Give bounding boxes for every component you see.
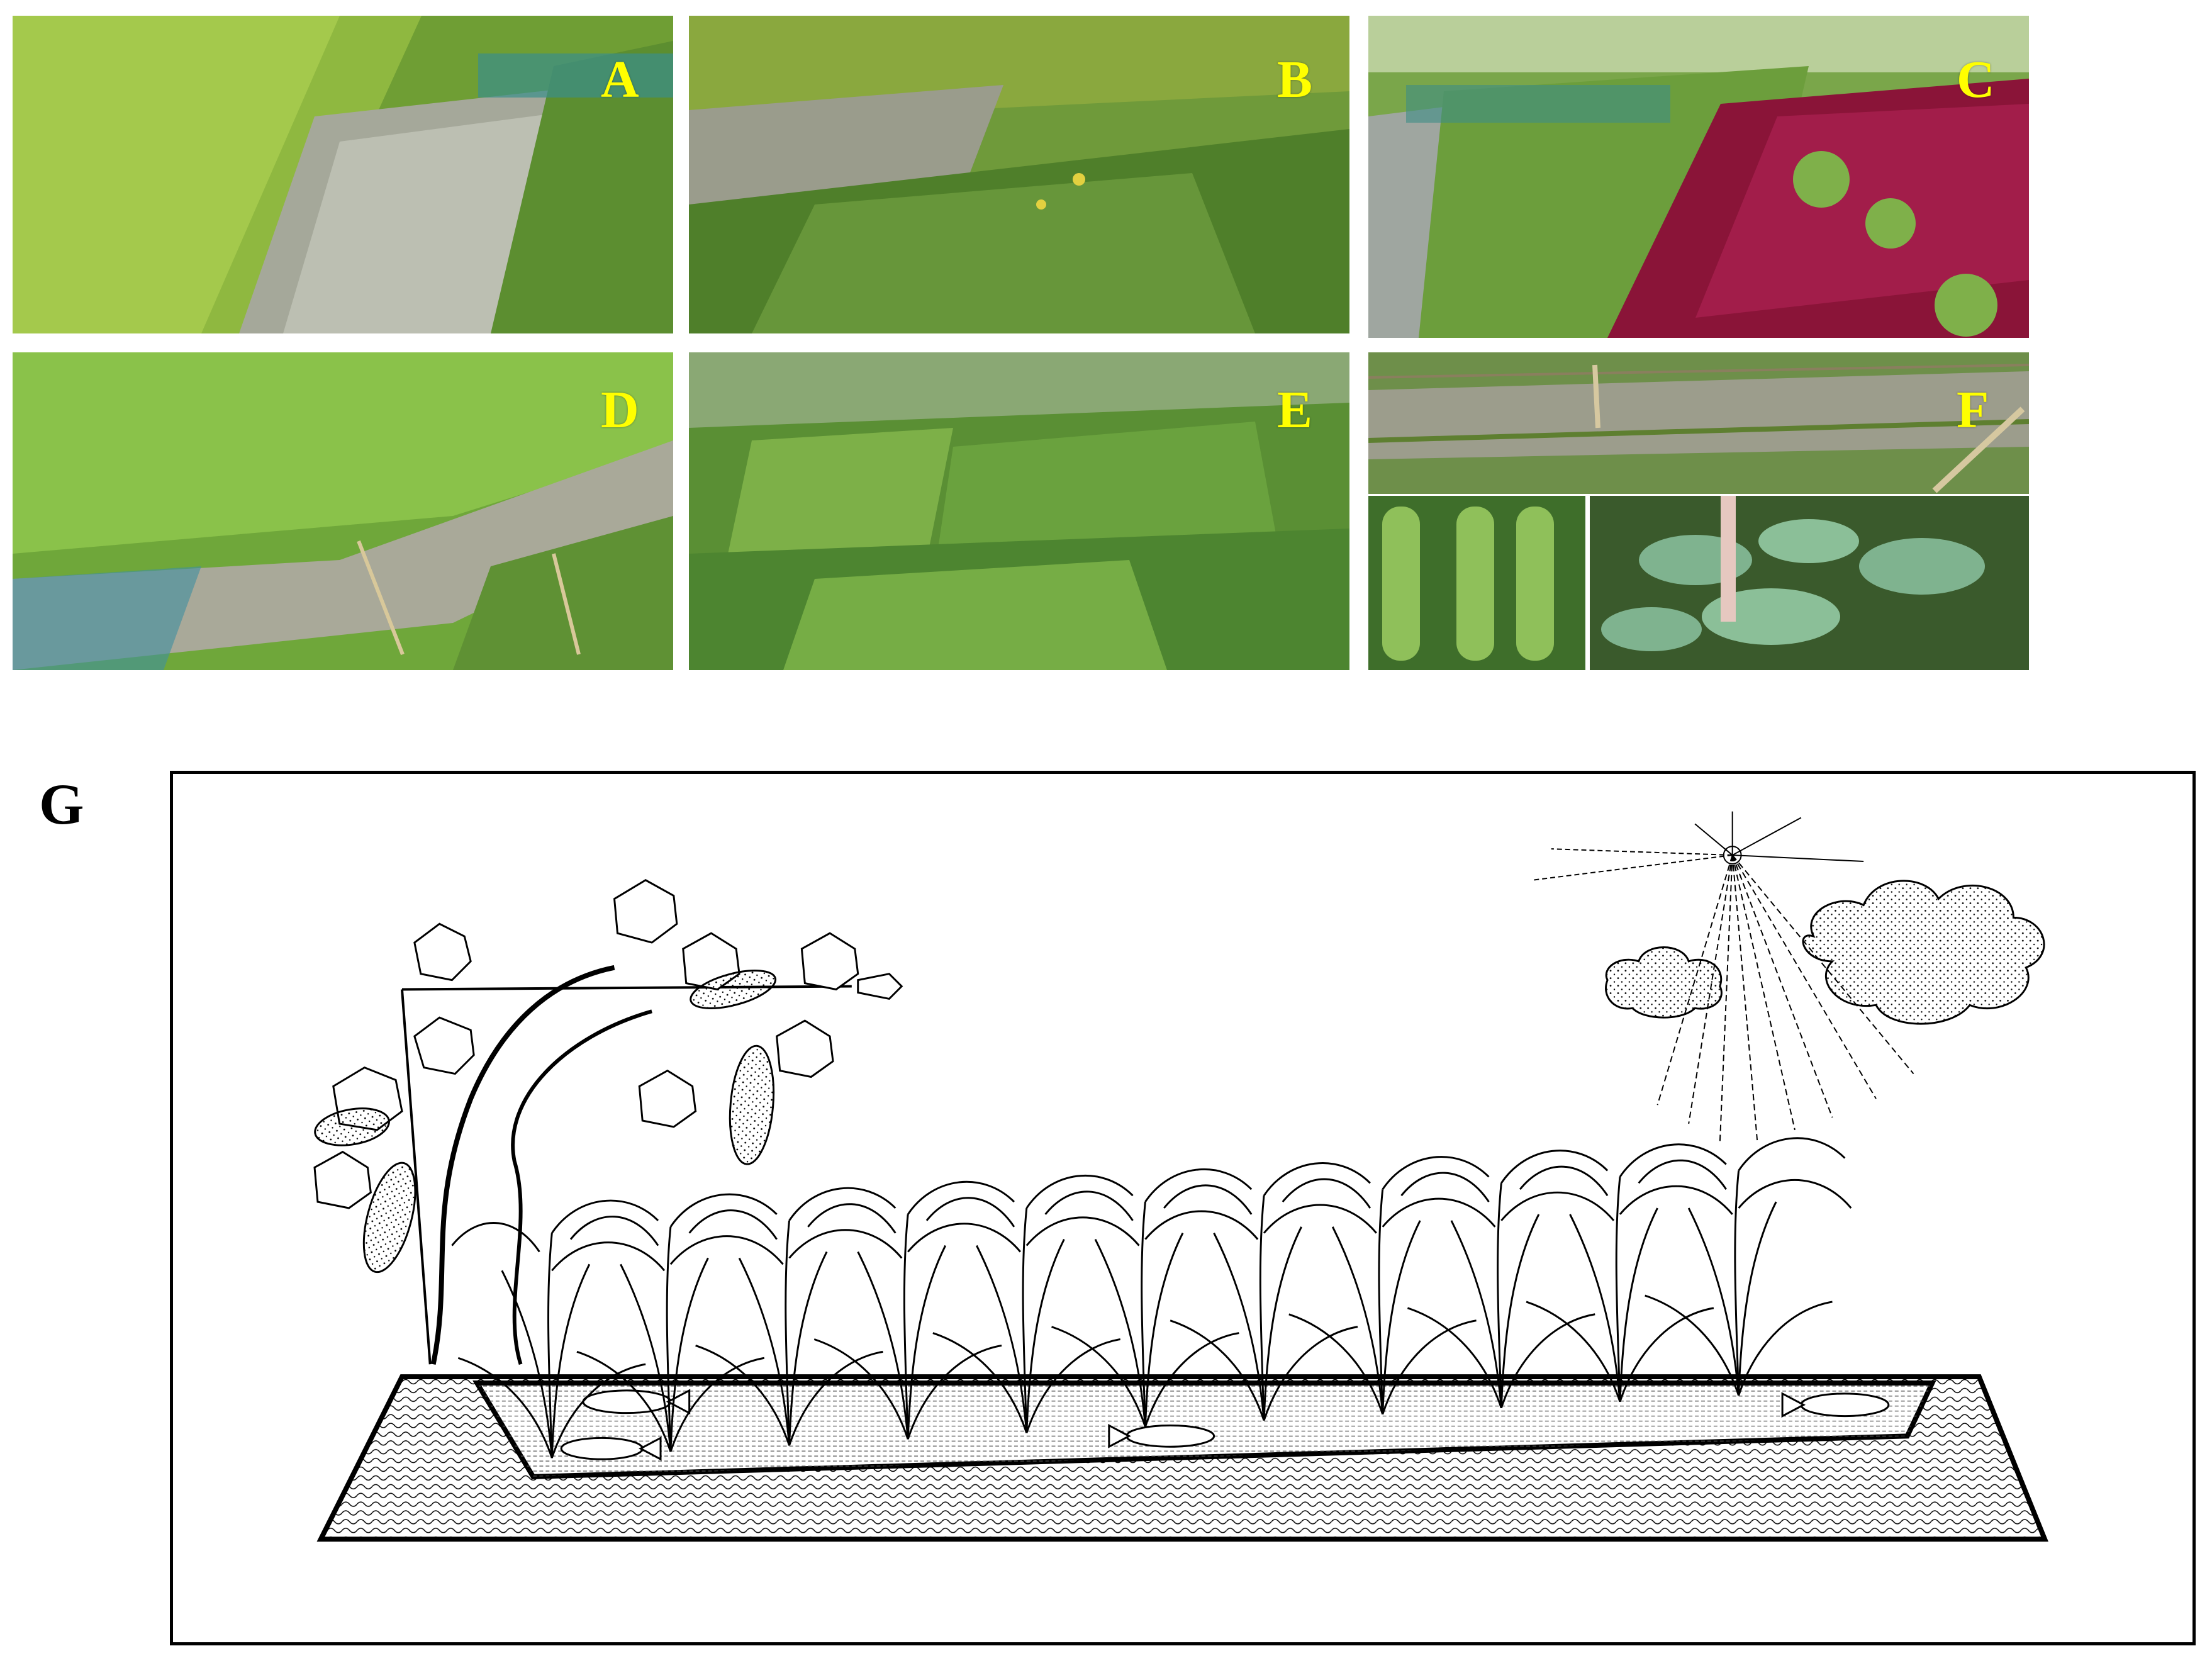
rice-plants [451,1137,1852,1459]
fish-group [560,1389,1890,1461]
panel-label-b: B [1277,50,1313,109]
panel-label-f: F [1957,381,1989,439]
photo-panel-c: C [1368,16,2029,338]
rice-plant [1163,1162,1377,1421]
photo-panel-e: E [689,352,1349,670]
panel-label-e: E [1277,381,1313,439]
rice-plant [1282,1156,1496,1415]
rice-plant [569,1193,784,1452]
panel-label-c: C [1957,50,1995,109]
rice-plant [925,1175,1140,1433]
photo-panel-b: B [689,16,1349,333]
photo-panel-a: A [13,16,673,333]
photo-panel-f: F [1368,352,2029,670]
field-bund [316,1374,2048,1542]
cucumber-leaves [313,879,903,1209]
cloud-icon [1605,880,2045,1025]
panel-label-a: A [601,50,639,109]
rice-plant [1400,1150,1615,1409]
rice-plant [1638,1137,1852,1396]
diagram-line-art [313,811,2048,1542]
photo-panel-d: D [13,352,673,670]
rice-fish-vegetable-diagram [170,771,2196,1645]
panel-label-d: D [601,381,639,439]
cucumber-trellis [401,965,852,1365]
rice-plant [451,1199,666,1459]
panel-label-g: G [39,772,84,836]
cucumbers [314,970,777,1274]
rice-plant [1519,1143,1733,1403]
rice-plant [688,1187,903,1446]
rice-plant [1044,1168,1259,1427]
rice-plant [807,1180,1022,1440]
